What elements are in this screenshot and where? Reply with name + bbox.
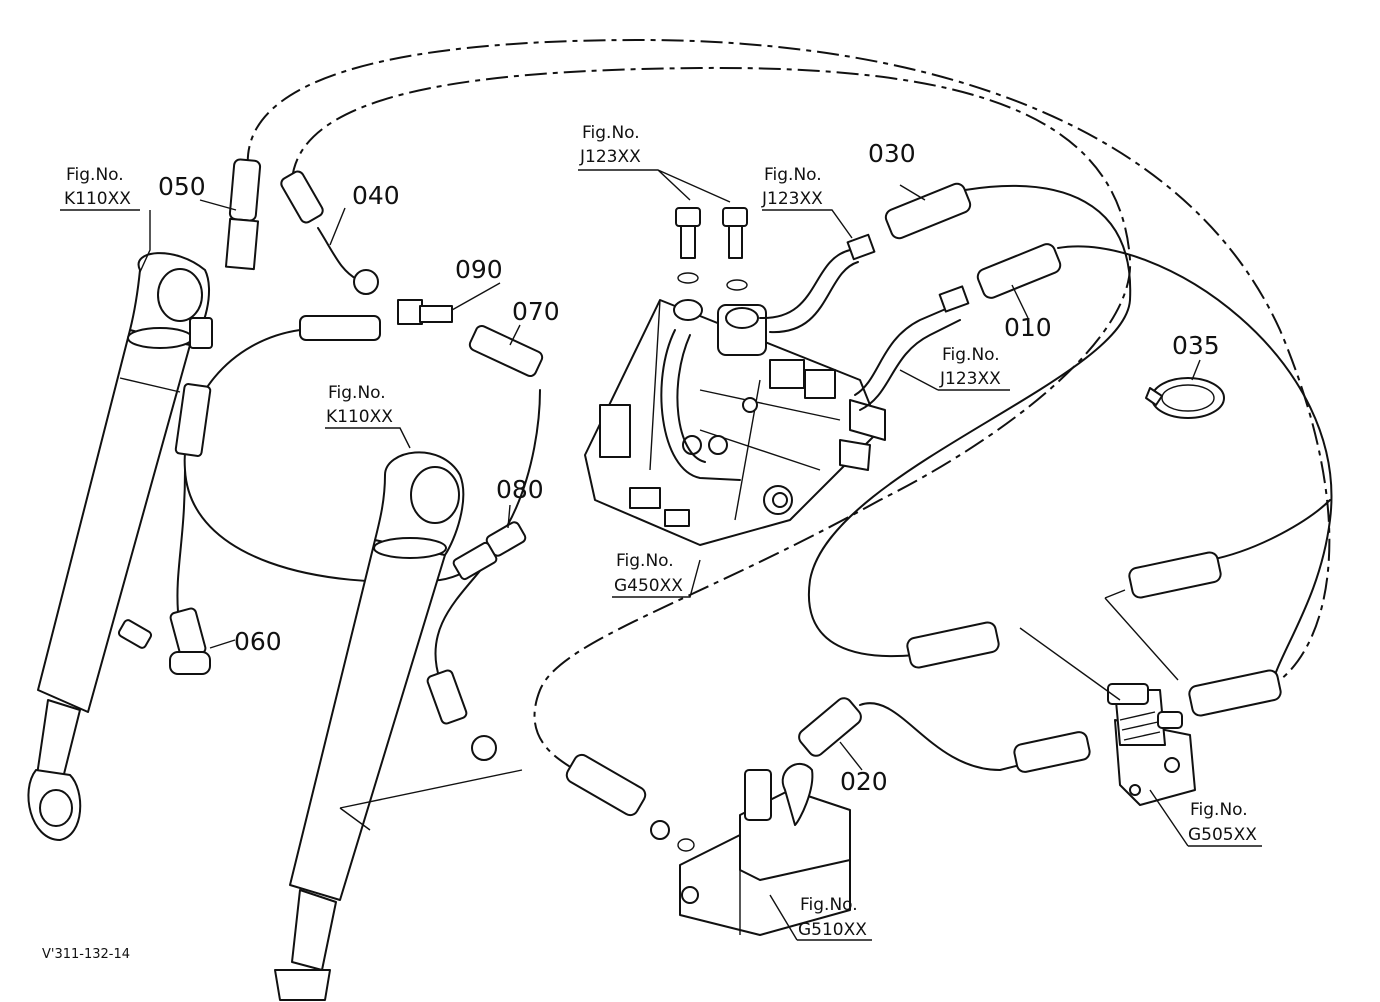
fig-code-k110-left: K110XX: [64, 189, 131, 209]
fig-caption-j123-upper: Fig.No.: [764, 165, 822, 185]
callout-090: 090: [455, 255, 503, 284]
routing-dashed-lines: [246, 38, 1331, 771]
fig-code-g450: G450XX: [614, 576, 683, 596]
fig-code-j123-upper: J123XX: [761, 189, 823, 209]
fig-code-g505: G505XX: [1188, 825, 1257, 845]
fig-caption-k110-left: Fig.No.: [66, 165, 124, 185]
callout-035: 035: [1172, 331, 1220, 360]
left-lift-cylinder: [27, 252, 211, 841]
middle-lift-cylinder: [274, 451, 465, 1001]
hose-fittings: [117, 158, 1282, 852]
banjo-bolts: [673, 207, 767, 356]
callout-020: 020: [840, 767, 888, 796]
fig-caption-g505: Fig.No.: [1190, 800, 1248, 820]
fig-code-k110-mid: K110XX: [326, 407, 393, 427]
figure-references: Fig.No. K110XX Fig.No. K110XX Fig.No. J1…: [64, 123, 1257, 940]
fig-caption-j123-right: Fig.No.: [942, 345, 1000, 365]
callout-070: 070: [512, 297, 560, 326]
fig-caption-k110-mid: Fig.No.: [328, 383, 386, 403]
solenoid-valve-block: [679, 763, 851, 936]
fig-code-j123-right: J123XX: [939, 369, 1001, 389]
callout-010: 010: [1004, 313, 1052, 342]
callout-050: 050: [158, 172, 206, 201]
drawing-code: V'311-132-14: [42, 947, 130, 962]
callout-040: 040: [352, 181, 400, 210]
callout-080: 080: [496, 475, 544, 504]
callout-060: 060: [234, 627, 282, 656]
coupler-bracket: [1107, 683, 1196, 806]
leader-lines: [60, 169, 1262, 941]
control-valve-body: [584, 299, 886, 546]
fig-code-g510: G510XX: [798, 920, 867, 940]
fig-code-j123-top: J123XX: [579, 147, 641, 167]
fig-caption-j123-top: Fig.No.: [582, 123, 640, 143]
fig-caption-g450: Fig.No.: [616, 551, 674, 571]
callout-labels: 050 040 090 070 080 060 030 010 035 020: [158, 139, 1220, 796]
fig-caption-g510: Fig.No.: [800, 895, 858, 915]
rigid-pipes: [660, 233, 970, 481]
callout-030: 030: [868, 139, 916, 168]
